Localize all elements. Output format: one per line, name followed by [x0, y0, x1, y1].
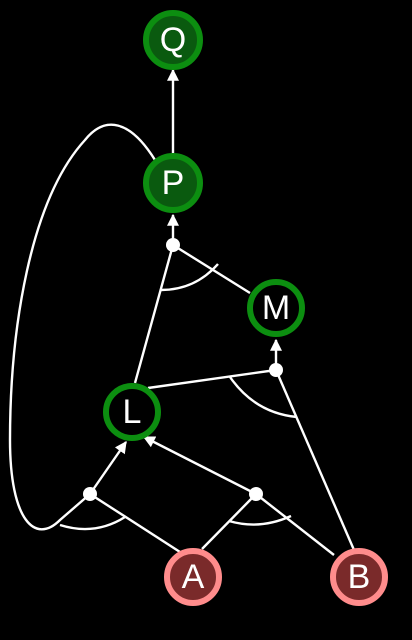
node-a-label: A [182, 558, 205, 596]
edge-l-to-junction2 [147, 368, 277, 390]
node-a[interactable]: A [164, 548, 222, 606]
conjunction-arc-2 [229, 376, 298, 419]
conjunction-arc-4 [228, 514, 292, 526]
node-l-label: L [123, 393, 142, 431]
junctions [83, 238, 283, 501]
junction-dot [249, 487, 263, 501]
edge-a-to-junction3 [89, 492, 181, 554]
junction-dot [83, 487, 97, 501]
nodes: Q P M L A B [103, 10, 388, 606]
edge-l-to-junction1 [133, 244, 175, 384]
node-l-circle [103, 383, 161, 441]
node-a-circle [164, 548, 222, 606]
node-b[interactable]: B [330, 548, 388, 606]
junction-dot [269, 363, 283, 377]
conjunction-arc-3 [59, 515, 126, 531]
edge-junction4-to-l [142, 435, 257, 496]
conjunction-arc-1 [160, 263, 219, 292]
node-m[interactable]: M [247, 279, 305, 337]
edge-b-to-junction2 [274, 369, 356, 551]
junction-dot [166, 238, 180, 252]
edge-b-to-junction4 [255, 493, 335, 556]
node-m-label: M [262, 289, 290, 327]
node-b-label: B [348, 558, 371, 596]
node-l[interactable]: L [103, 383, 161, 441]
node-b-circle [330, 548, 388, 606]
node-m-circle [247, 279, 305, 337]
node-p-label: P [162, 164, 185, 202]
edge-junction3-to-l [89, 441, 127, 495]
edge-p-to-junction3-loop [8, 123, 157, 531]
node-p-circle [143, 153, 203, 213]
node-q-label: Q [160, 21, 186, 59]
node-p[interactable]: P [143, 153, 203, 213]
node-q[interactable]: Q [143, 10, 203, 70]
node-q-circle [143, 10, 203, 70]
